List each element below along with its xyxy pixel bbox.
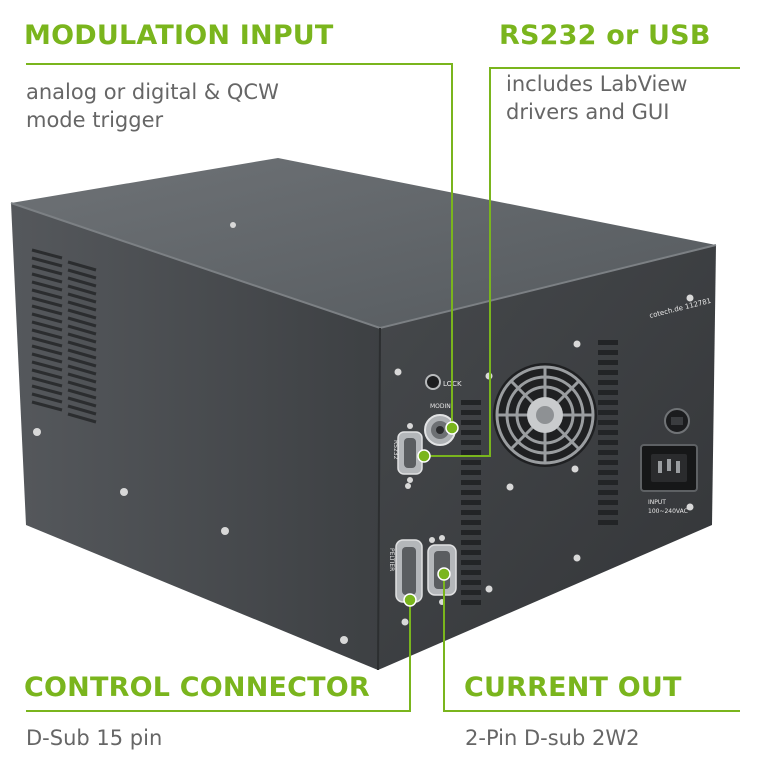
rs232-leader (428, 67, 740, 457)
power-socket (640, 444, 698, 492)
lock-jack (425, 374, 441, 390)
modulation-input-heading: MODULATION INPUT (24, 20, 334, 51)
modulation-line-2: mode trigger (26, 108, 164, 132)
modulation-leader (26, 63, 453, 426)
rs232-usb-heading: RS232 or USB (499, 20, 711, 51)
control-connector-description: D-Sub 15 pin (26, 726, 163, 750)
input-label: INPUT (648, 499, 666, 506)
side-screws (33, 222, 348, 644)
current-leader (443, 574, 740, 712)
side-panel (11, 203, 380, 670)
control-leader (26, 598, 411, 712)
callout-lines (26, 63, 740, 712)
side-vent (31, 248, 97, 424)
control-connector-port (395, 539, 423, 603)
rear-vent-right (598, 340, 618, 525)
peltier-panel-label: PELTIER (388, 548, 395, 571)
modulation-line-1: analog or digital & QCW (26, 80, 279, 104)
rear-vent-left (461, 400, 481, 605)
bnc-connector (424, 414, 456, 446)
cooling-fan (493, 363, 597, 467)
input-rating-label: 100~240VAC (648, 508, 688, 515)
rs232-line-1: includes LabView (506, 72, 688, 96)
callout-dots (403, 421, 459, 607)
top-cover (11, 158, 716, 328)
rs232-panel-label: RS232 (392, 440, 399, 460)
current-out-description: 2-Pin D-sub 2W2 (465, 726, 640, 750)
modin-label: MODIN (430, 403, 451, 410)
rs232-usb-description: includes LabView drivers and GUI (506, 70, 687, 126)
corner-edge (377, 327, 381, 671)
power-switch (664, 408, 690, 434)
control-connector-heading: CONTROL CONNECTOR (24, 672, 370, 703)
rs232-line-2: drivers and GUI (506, 100, 670, 124)
current-out-heading: CURRENT OUT (464, 672, 682, 703)
modulation-input-description: analog or digital & QCW mode trigger (26, 78, 279, 134)
rs232-connector (397, 423, 423, 483)
